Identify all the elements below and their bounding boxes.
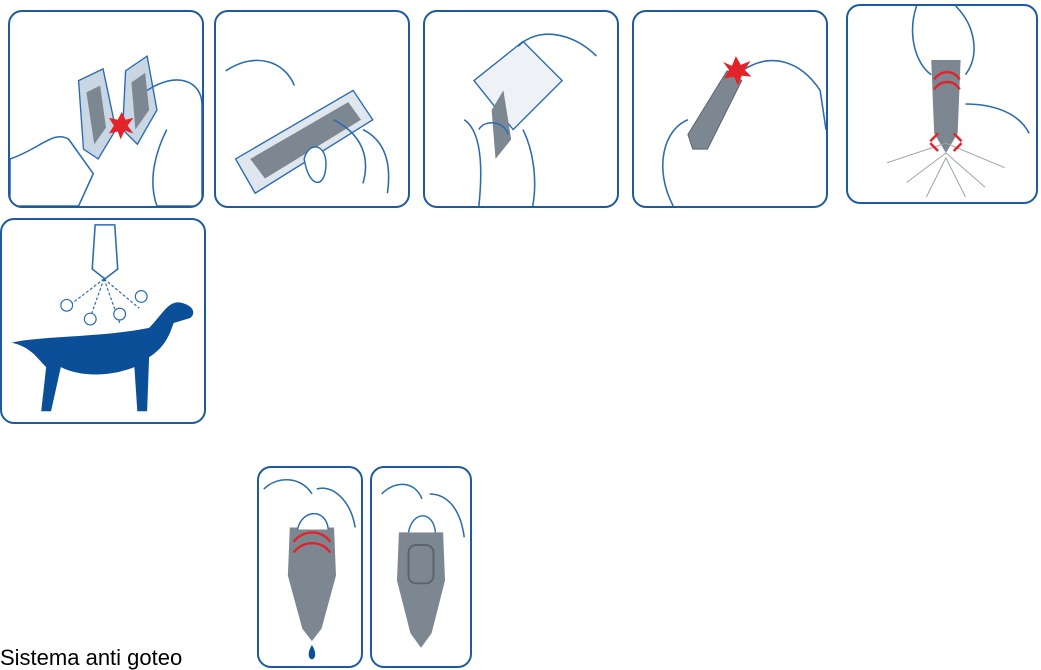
step-dog-application-panel (0, 218, 206, 424)
empty-pipette-icon (372, 468, 470, 666)
step-open-blister-panel (8, 10, 204, 208)
remove-pipette-icon (425, 12, 617, 206)
squeeze-pipette-icon (259, 468, 361, 666)
anti-drip-squeeze-panel (257, 466, 363, 668)
step-remove-pipette-panel (423, 10, 619, 208)
open-blister-icon (10, 12, 202, 206)
peel-blister-icon (216, 12, 408, 206)
part-fur-apply-icon (848, 6, 1036, 202)
anti-drip-empty-panel (370, 466, 472, 668)
step-peel-blister-panel (214, 10, 410, 208)
anti-drip-caption: Sistema anti goteo (0, 646, 182, 670)
snap-tip-icon (634, 12, 826, 206)
dog-application-points-icon (2, 220, 204, 422)
step-part-fur-panel (846, 4, 1038, 204)
step-snap-tip-panel (632, 10, 828, 208)
